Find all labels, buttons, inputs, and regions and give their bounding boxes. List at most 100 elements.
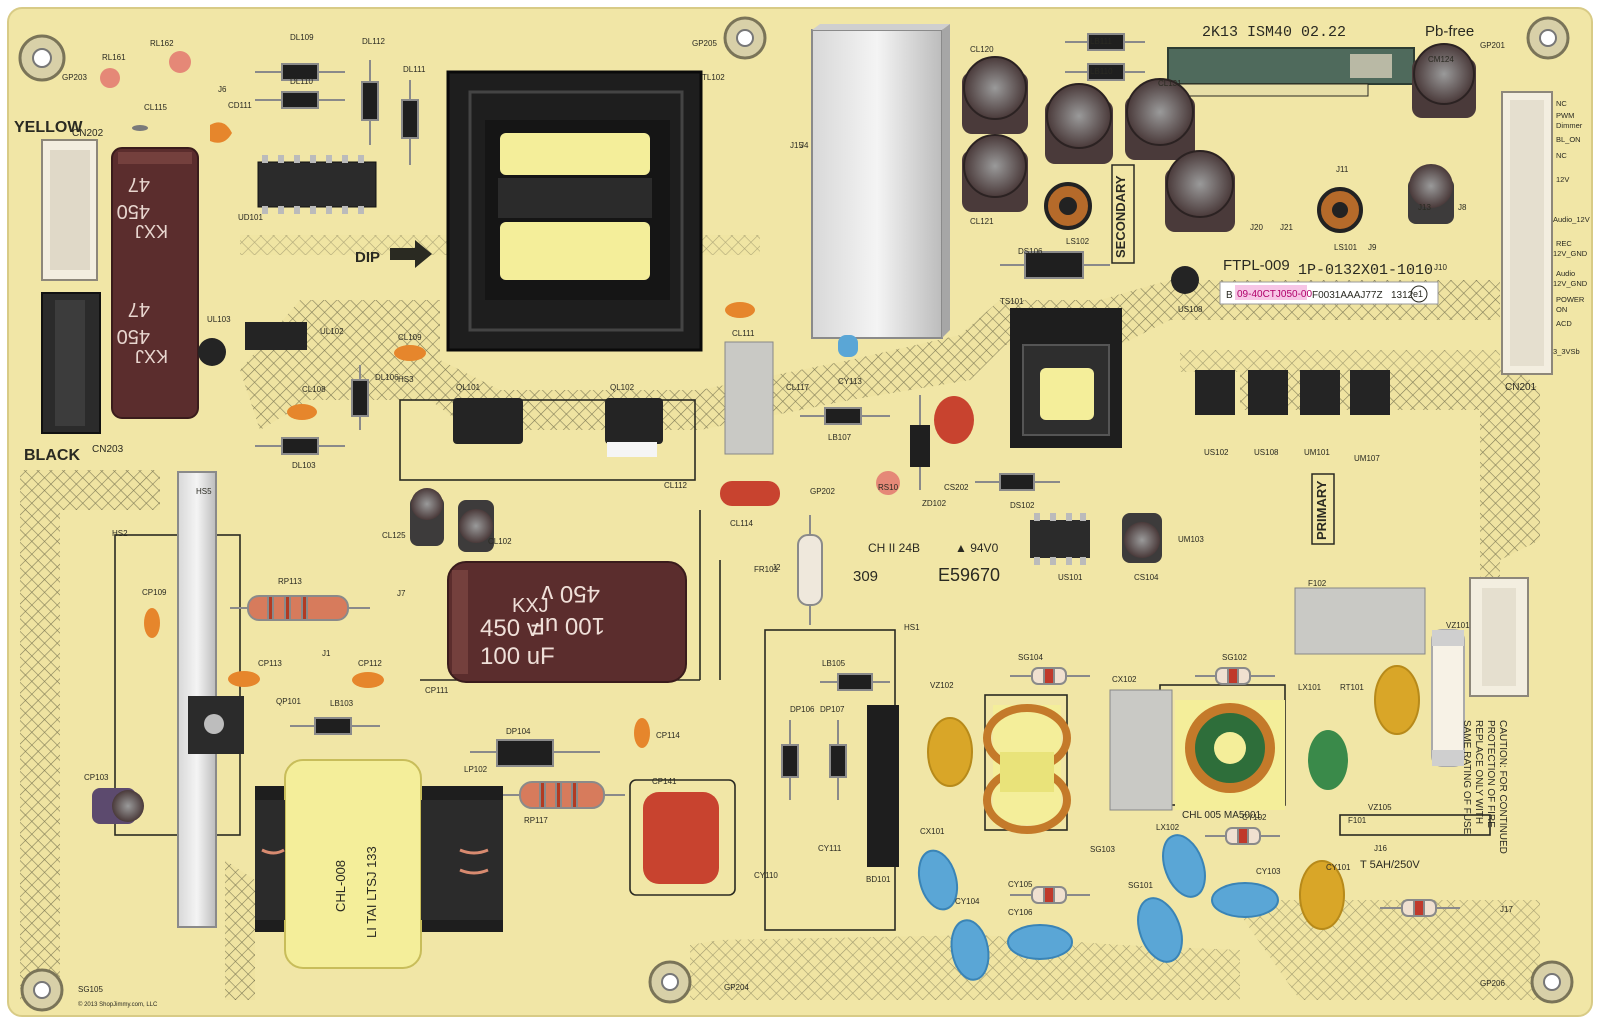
refdes-dl103: DL103 (292, 461, 316, 470)
refdes-dl111: DL111 (403, 65, 426, 74)
svg-text:47: 47 (128, 298, 150, 320)
mounting-hole-gp203 (18, 34, 66, 82)
common-mode-choke-lx102 (983, 704, 1071, 834)
grey-film-capacitors (724, 341, 1426, 811)
refdes-cy103: CY103 (1256, 867, 1281, 876)
varistors (927, 665, 1420, 930)
refdes-hs5: HS5 (196, 487, 212, 496)
mounting-hole-gp202 (1530, 960, 1574, 1004)
refdes-dl112: DL112 (362, 37, 386, 46)
svg-text:KXJ: KXJ (135, 221, 168, 241)
bulk-capacitor-center: 450 v 100 uF 450 v 100 uF KXJ (447, 561, 687, 683)
refdes-cl112: CL112 (664, 481, 688, 490)
refdes-ds106: DS106 (1018, 247, 1043, 256)
refdes-us101: US101 (1058, 573, 1083, 582)
svg-text:B: B (1226, 290, 1233, 301)
refdes-lb107: LB107 (828, 433, 852, 442)
svg-text:NC: NC (1556, 151, 1567, 160)
svg-text:12V_GND: 12V_GND (1553, 249, 1588, 258)
refdes-zd102: ZD102 (922, 499, 947, 508)
refdes-j15: J15 (790, 141, 803, 150)
caution-label: CAUTION: FOR CONTINUED PROTECTION OF FIR… (1461, 720, 1508, 854)
svg-text:BL_ON: BL_ON (1556, 135, 1581, 144)
refdes-dp106: DP106 (790, 705, 815, 714)
cn203-label: CN203 (92, 444, 124, 455)
refdes-j2: J2 (772, 563, 781, 572)
mounting-hole-gp204 (20, 968, 64, 1012)
sticker-number: 1312 (1391, 290, 1414, 301)
refdes-cl125: CL125 (382, 531, 406, 540)
svg-text:100 uF: 100 uF (530, 612, 605, 639)
refdes-dp107: DP107 (820, 705, 845, 714)
svg-text:450: 450 (117, 325, 150, 347)
refdes-rl161: RL161 (102, 53, 126, 62)
ul-mark-label: CH II 24B (868, 541, 920, 555)
refdes-cy111: CY111 (818, 844, 842, 853)
refdes-us108: US108 (1178, 305, 1203, 314)
ic-ud101 (257, 155, 377, 214)
secondary-capacitors (962, 43, 1476, 232)
sticker-code: 09-40CTJ050-00 (1237, 289, 1312, 300)
refdes-gp203: GP203 (62, 73, 87, 82)
production-sticker: B 09-40CTJ050-00 F0031AAAJ77Z 1312 e1 (1219, 281, 1439, 305)
refdes-bd101: BD101 (866, 875, 891, 884)
heatsink-left (177, 471, 244, 928)
refdes-sg103: SG103 (1090, 845, 1115, 854)
relay-components (100, 51, 232, 143)
svg-text:REPLACE ONLY WITH: REPLACE ONLY WITH (1473, 720, 1484, 824)
svg-text:3_3VSb: 3_3VSb (1553, 347, 1580, 356)
transformer-maker-label: LI TAI LTSJ 133 (364, 846, 379, 938)
svg-text:450: 450 (117, 200, 150, 222)
secondary-zone-label: SECONDARY (1113, 175, 1128, 258)
refdes-cy104: CY104 (955, 897, 980, 906)
refdes-cx102: CX102 (1112, 675, 1137, 684)
refdes-cy105: CY105 (1008, 880, 1033, 889)
svg-text:POWER: POWER (1556, 295, 1585, 304)
refdes-j13: J13 (1418, 203, 1431, 212)
black-wire-label: BLACK (24, 447, 80, 464)
svg-text:NC: NC (1556, 99, 1567, 108)
refdes-dl106: DL106 (375, 373, 399, 382)
refdes-ql101: QL101 (456, 383, 481, 392)
refdes-lb103: LB103 (330, 699, 354, 708)
svg-text:DIP: DIP (355, 249, 380, 266)
refdes-fr101: FR101 (754, 565, 779, 574)
bulk-capacitor-left: KXJ 450 47 KXJ 450 47 (111, 147, 199, 419)
zener-zd102 (910, 395, 930, 490)
svg-text:12V_GND: 12V_GND (1553, 279, 1588, 288)
refdes-vz102: VZ102 (930, 681, 954, 690)
refdes-cl108: CL108 (302, 385, 326, 394)
refdes-j4: J4 (800, 141, 809, 150)
mounting-hole-gp205 (723, 16, 767, 60)
ul-code-label: 309 (853, 568, 878, 585)
ul-file-label: E59670 (938, 565, 1000, 585)
inductors-small (1044, 182, 1363, 233)
refdes-gp206: GP206 (1480, 979, 1505, 988)
refdes-cs104: CS104 (1134, 573, 1159, 582)
refdes-cp111: CP111 (425, 686, 449, 695)
refdes-j20: J20 (1250, 223, 1263, 232)
refdes-rl162: RL162 (150, 39, 174, 48)
svg-text:450 v: 450 v (541, 580, 600, 607)
common-mode-choke-lx101: CHL 005 MA5001 (1175, 700, 1285, 821)
aux-transformer-lp102: CHL-008 LI TAI LTSJ 133 (255, 759, 503, 969)
refdes-cl109: CL109 (398, 333, 422, 342)
fuse-f102 (1431, 629, 1465, 767)
thermistor-rt101 (1308, 730, 1348, 790)
refdes-us108: US108 (1254, 448, 1279, 457)
refdes-rp117: RP117 (524, 816, 548, 825)
refdes-sg105: SG105 (78, 985, 103, 994)
model-ftpl-label: FTPL-009 (1223, 257, 1290, 274)
bulk-cap-series: KXJ (512, 595, 549, 617)
svg-text:PWM: PWM (1556, 111, 1574, 120)
svg-text:PROTECTION OF FIRE: PROTECTION OF FIRE (1485, 720, 1496, 828)
refdes-sg102: SG102 (1222, 653, 1247, 662)
refdes-cy113: CY113 (838, 377, 862, 386)
refdes-j21: J21 (1280, 223, 1293, 232)
refdes-ud101: UD101 (238, 213, 263, 222)
refdes-rt101: RT101 (1340, 683, 1364, 692)
yellow-wire-label: YELLOW (14, 119, 83, 136)
svg-text:CAUTION: FOR CONTINUED: CAUTION: FOR CONTINUED (1497, 720, 1508, 854)
refdes-j6: J6 (218, 85, 227, 94)
refdes-j8: J8 (1458, 203, 1467, 212)
